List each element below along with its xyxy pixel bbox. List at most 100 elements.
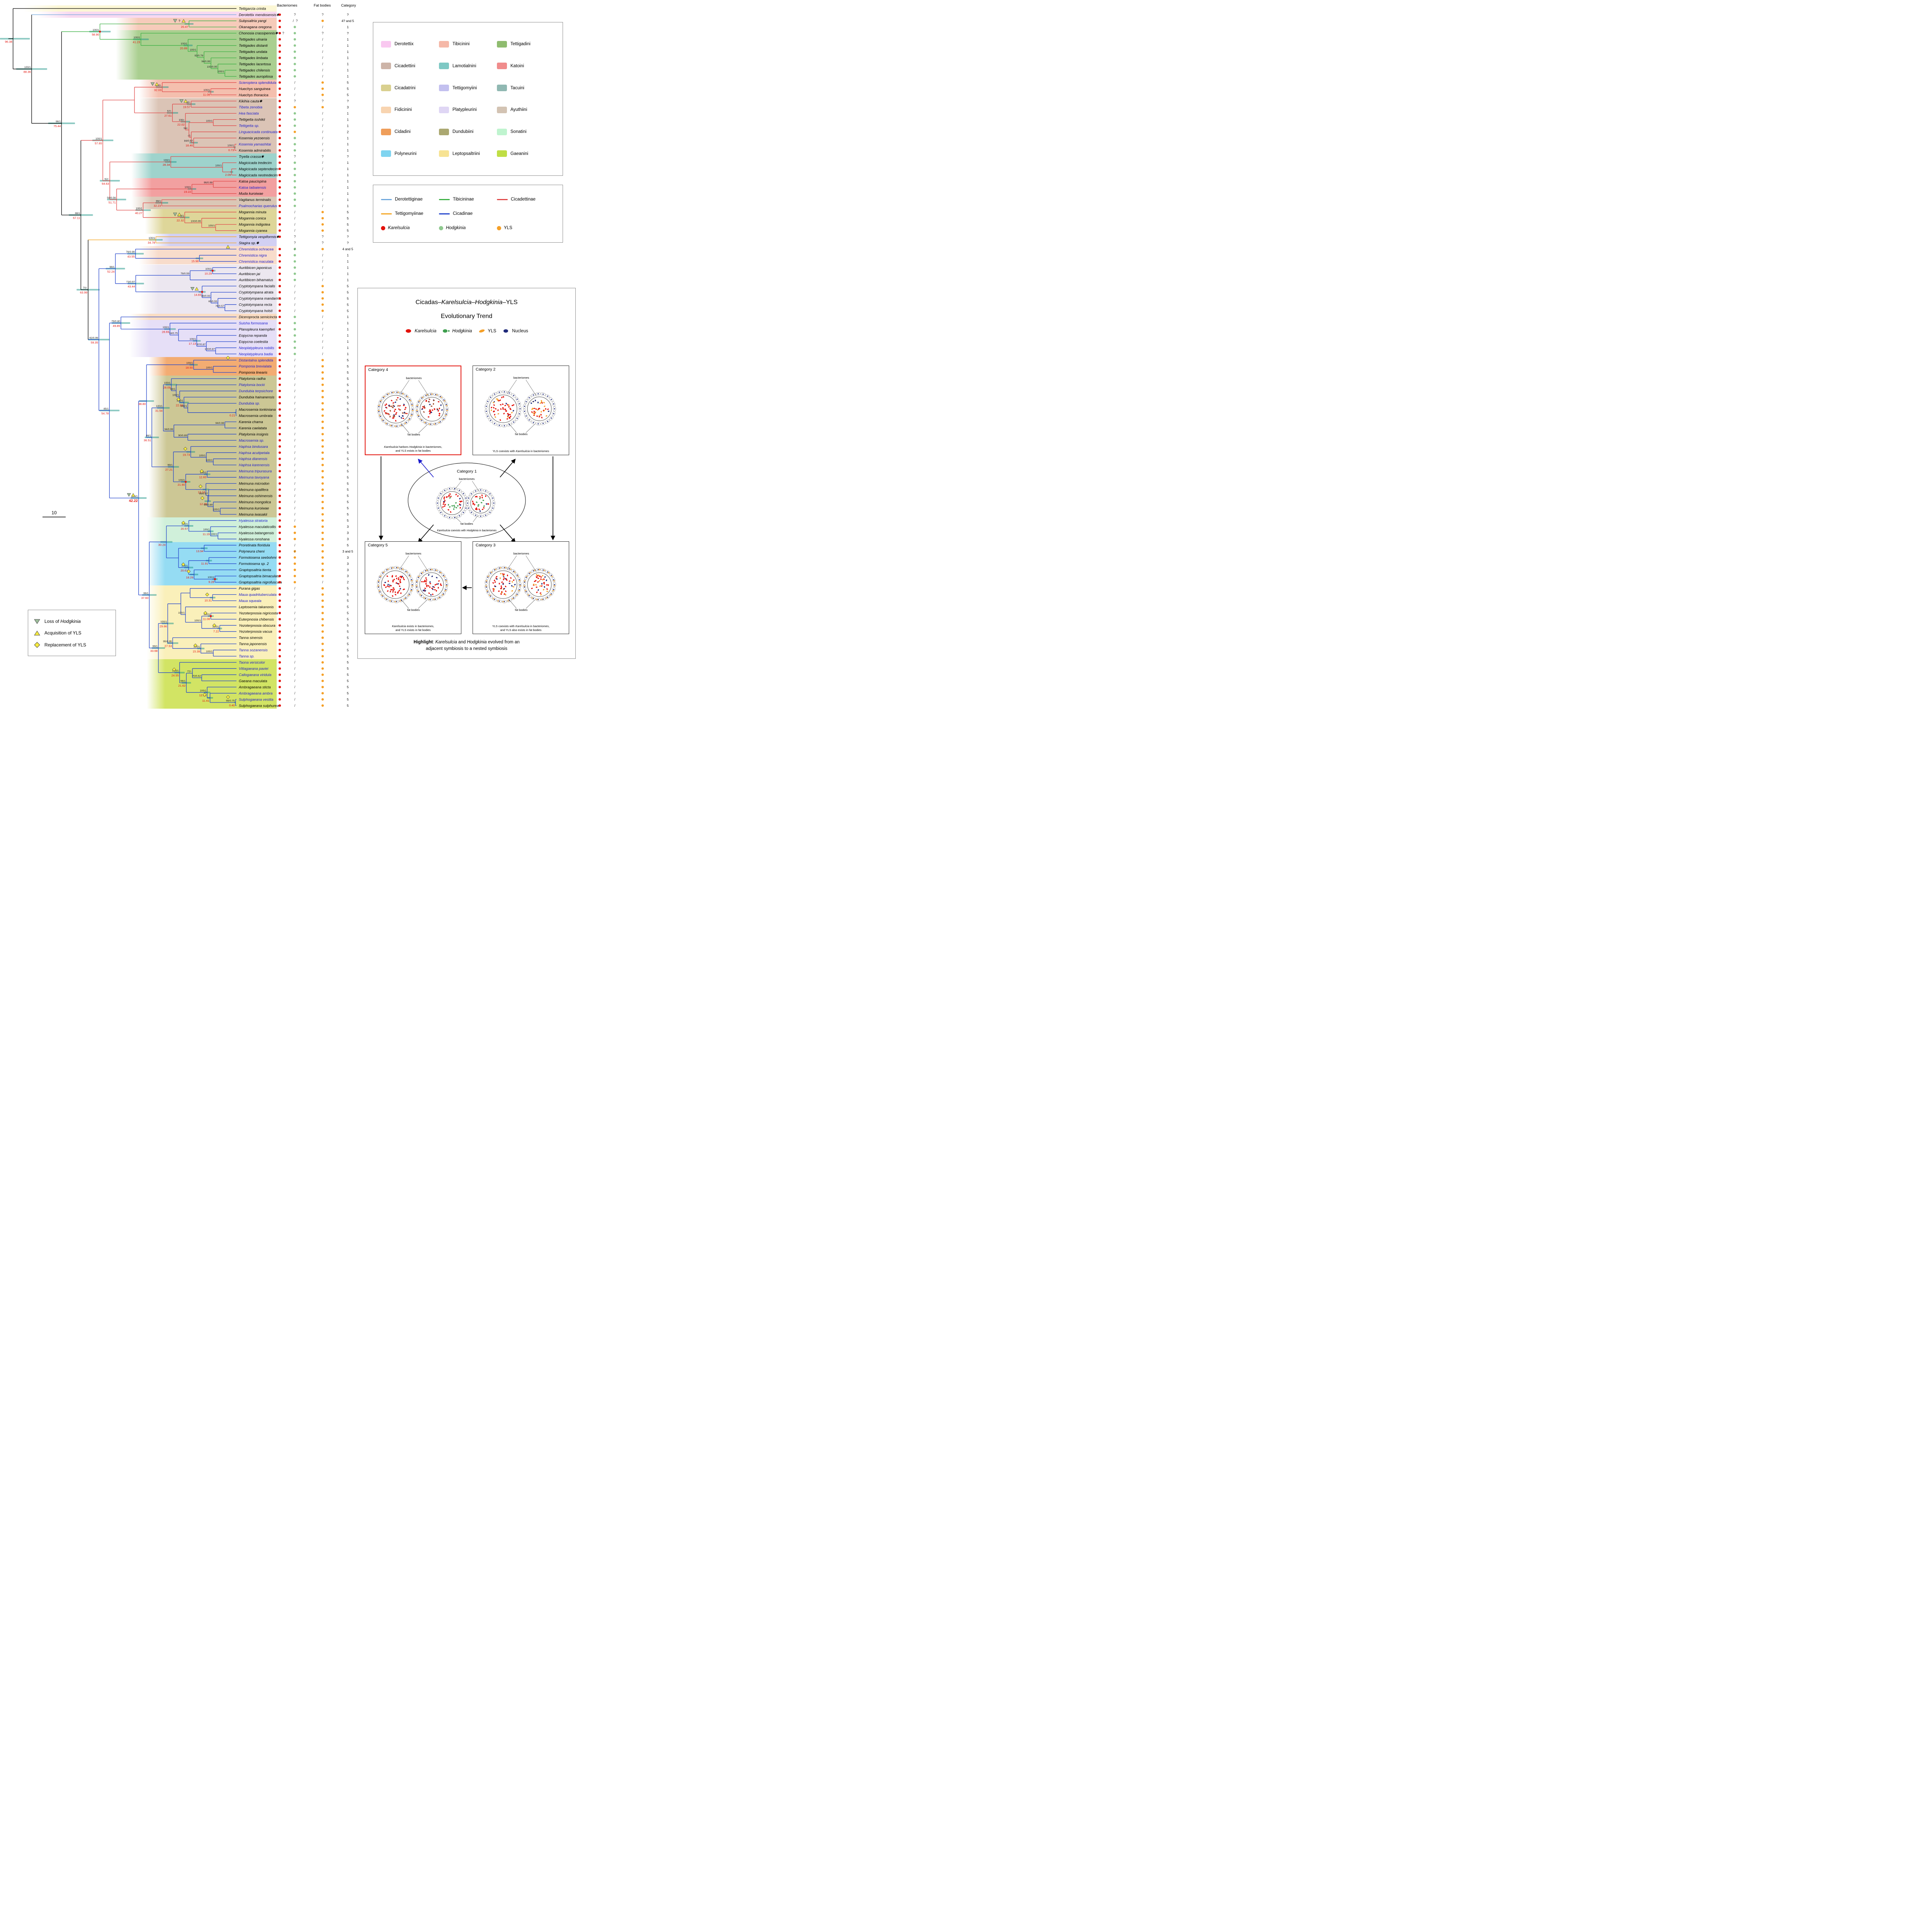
yls-dot: [321, 593, 324, 596]
bacteriome-symbiont-absent-slash: /: [294, 216, 296, 220]
species-label: Polyneura cheni: [239, 549, 265, 553]
species-label: Yezoterpnosia obscura: [239, 624, 276, 628]
karelsulcia-dot: [278, 316, 281, 318]
karelsulcia-dot: [278, 75, 281, 78]
nucleus-dot: [516, 418, 518, 419]
tribe-legend-label: Dundubiini: [452, 129, 474, 134]
nucleus-dot: [516, 398, 518, 400]
symbiont-dot: [500, 577, 501, 579]
karelsulcia-dot: [278, 155, 281, 158]
bacteriome-symbiont-absent-slash: /: [294, 389, 296, 393]
fat-body-symbiont-absent-slash: /: [322, 198, 323, 202]
symbiont-dot: [534, 412, 536, 414]
nucleus-dot: [405, 395, 407, 397]
bacteriome-symbiont-absent-slash: /: [294, 500, 296, 504]
symbiont-dot: [537, 589, 539, 591]
category-value: 1: [347, 321, 349, 325]
karelsulcia-dot: [278, 396, 281, 398]
species-label: Euterpnosia chibensis: [239, 617, 274, 621]
fat-body-symbiont-absent-slash: /: [322, 136, 323, 140]
hodgkinia-dot: [293, 38, 296, 41]
karelsulcia-dot: [278, 297, 281, 300]
tribe-legend-item: Platypleurini: [439, 106, 497, 113]
acquisition-of-yls-icon: [131, 493, 135, 497]
symbiont-dot: [493, 590, 495, 592]
category-value: 5: [347, 543, 349, 547]
symbiont-dot: [424, 590, 426, 592]
symbiont-dot: [392, 591, 394, 593]
symbiont-dot: [454, 506, 456, 508]
support-value: 79/0.80: [111, 320, 120, 323]
bacteriome-symbiont-absent-slash: /: [294, 408, 296, 412]
support-value: 99/0.97: [199, 493, 208, 495]
symbiont-dot: [544, 576, 546, 578]
nucleus-dot: [468, 497, 469, 499]
support-value: 100/1: [172, 670, 179, 672]
nucleus-dot: [437, 502, 438, 504]
symbiont-dot: [533, 408, 535, 409]
tribe-legend-item: Cicadatrini: [381, 85, 439, 92]
category-value: 5: [347, 667, 349, 670]
support-value: 100/1: [181, 43, 187, 45]
category-value: 1: [347, 136, 349, 140]
species-label: Pomponia linearis: [239, 371, 267, 374]
symbiont-dot: [541, 583, 543, 585]
nucleus-dot: [425, 422, 427, 424]
species-label: Eopycna coelestia: [239, 340, 268, 344]
symbiont-dot: [437, 583, 439, 585]
category-title: Category 3: [476, 543, 496, 548]
species-label: Hyalessa stratoria: [239, 519, 267, 522]
species-label: Pomponia brevialata: [239, 364, 272, 368]
node-age: 43.55: [128, 255, 135, 259]
acquisition-of-yls-icon: [34, 631, 40, 636]
nucleus-dot: [411, 589, 412, 590]
karelsulcia-dot: [278, 322, 281, 325]
support-value: 100/1: [182, 523, 188, 526]
symbiont-dot: [459, 501, 461, 503]
nucleus-dot: [379, 577, 381, 578]
karelsulcia-dot: [278, 377, 281, 380]
yls-dot: [400, 600, 401, 602]
inset-legend-item: Hodgkinia: [442, 328, 472, 333]
loss-of-hodgkinia-icon: [127, 493, 131, 497]
karelsulcia-dot: [278, 519, 281, 522]
species-label: Purana gigas: [239, 587, 260, 590]
bacteriome-symbiont-absent-slash: /: [294, 704, 296, 707]
category-caption: Karelsulcia coexists with Hodgkinia in b…: [437, 529, 497, 532]
pointer-line: [418, 600, 427, 609]
symbiont-dot: [481, 497, 483, 498]
hodgkinia-dot: [293, 260, 296, 263]
category-value: 5: [347, 383, 349, 387]
pointer-line: [454, 481, 462, 490]
nucleus-dot: [532, 394, 534, 396]
species-label: Huechys thoracica: [239, 93, 268, 97]
species-label: Macrosemia sp.: [239, 439, 264, 442]
symbiont-dot: [476, 507, 477, 509]
fat-bodies-label: fat bodies: [407, 608, 420, 612]
yls-dot: [321, 408, 324, 411]
symbiont-legend-item: Hodgkinia: [439, 226, 497, 230]
bacteriome-symbiont-absent-slash: /: [294, 439, 296, 442]
support-value: 100/1: [160, 621, 167, 623]
yls-dot: [321, 106, 324, 109]
symbiont-dot: [434, 408, 435, 410]
node-age: 36.51: [144, 439, 151, 442]
category-value: 3: [347, 531, 349, 535]
symbiont-dot: [387, 590, 389, 592]
species-label: Tryella crassa✱: [239, 155, 264, 158]
nucleus-dot: [445, 579, 447, 580]
nucleus-dot: [391, 392, 393, 393]
species-label: Macrosemia umbrata: [239, 414, 272, 418]
yls-dot: [321, 655, 324, 658]
node-age: 29.66: [160, 624, 167, 628]
category-value: 5: [347, 611, 349, 615]
nucleus-dot: [408, 574, 410, 576]
yls-dot: [385, 598, 387, 599]
tribe-legend-label: Polyneurini: [395, 151, 417, 156]
category-value: 5: [347, 475, 349, 479]
symbiont-dot: [504, 405, 506, 406]
symbiont-dot: [535, 584, 537, 586]
yls-dot: [321, 291, 324, 294]
